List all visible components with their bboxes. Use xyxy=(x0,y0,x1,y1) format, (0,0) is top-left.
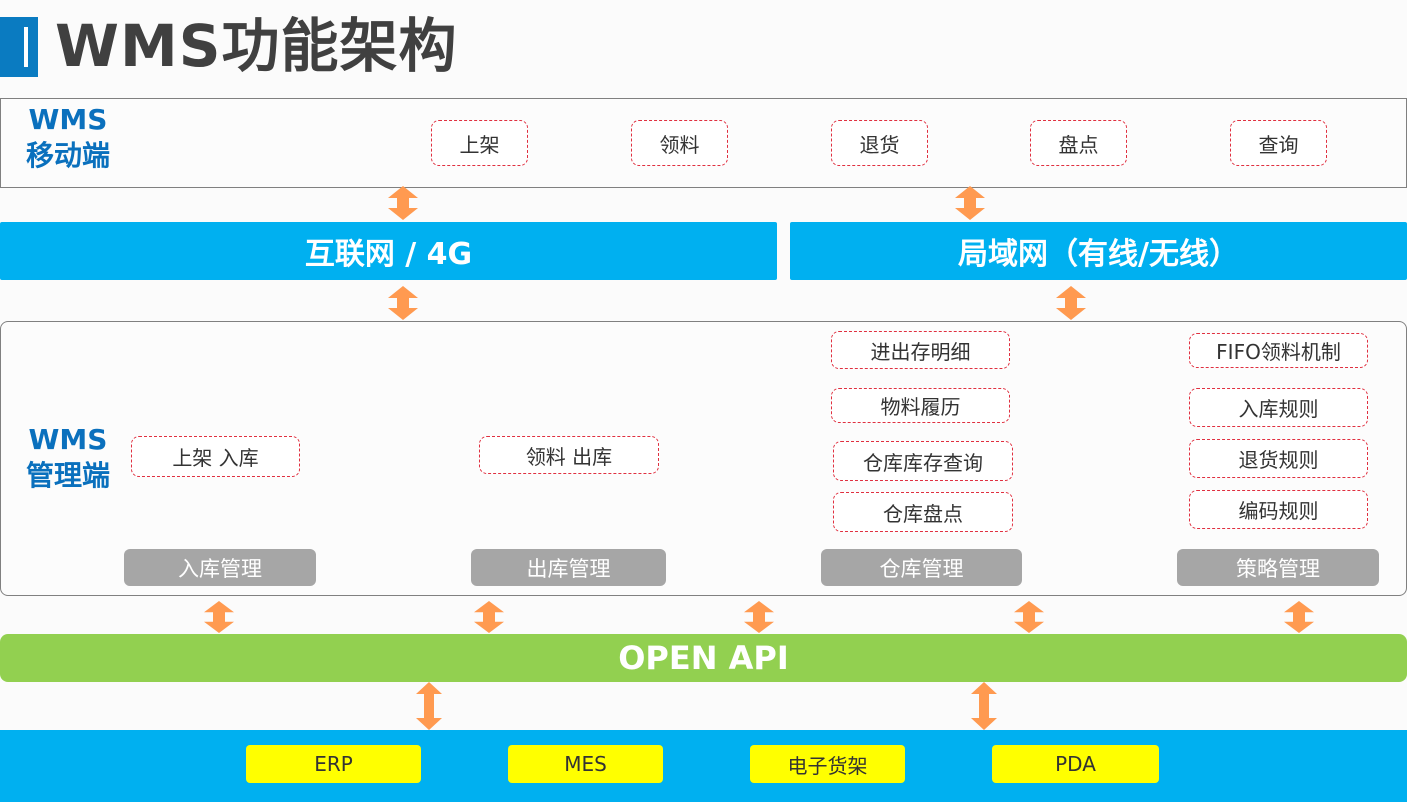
network-internet: 互联网 / 4G xyxy=(0,222,777,280)
strategy-item: 入库规则 xyxy=(1189,388,1368,427)
category-warehouse: 仓库管理 xyxy=(821,549,1022,586)
double-arrow-icon xyxy=(955,186,985,220)
category-inbound: 入库管理 xyxy=(124,549,316,586)
mobile-item-shelve: 上架 xyxy=(431,120,528,166)
warehouse-item: 进出存明细 xyxy=(831,331,1010,369)
double-arrow-icon xyxy=(1056,286,1086,320)
double-arrow-icon xyxy=(1014,601,1044,633)
double-arrow-icon xyxy=(388,186,418,220)
warehouse-item: 物料履历 xyxy=(831,388,1010,423)
strategy-item: FIFO领料机制 xyxy=(1189,333,1368,368)
mobile-label: WMS 移动端 xyxy=(18,102,118,174)
management-label-line2: 管理端 xyxy=(25,459,110,492)
mobile-item-count: 盘点 xyxy=(1030,120,1127,166)
open-api-bar: OPEN API xyxy=(0,634,1407,682)
double-arrow-icon xyxy=(388,286,418,320)
systems-bar xyxy=(0,730,1407,802)
warehouse-item: 仓库库存查询 xyxy=(833,441,1013,481)
double-arrow-icon xyxy=(416,682,442,730)
outbound-item: 领料 出库 xyxy=(479,436,659,474)
title-accent-bar xyxy=(0,17,38,77)
system-pda: PDA xyxy=(992,745,1159,783)
double-arrow-icon xyxy=(971,682,997,730)
category-strategy: 策略管理 xyxy=(1177,549,1379,586)
inbound-item: 上架 入库 xyxy=(131,436,300,477)
double-arrow-icon xyxy=(474,601,504,633)
mobile-item-return: 退货 xyxy=(831,120,928,166)
mobile-label-line1: WMS xyxy=(28,103,108,136)
warehouse-item: 仓库盘点 xyxy=(833,492,1013,532)
system-electronic-shelf: 电子货架 xyxy=(750,745,905,783)
system-mes: MES xyxy=(508,745,663,783)
mobile-label-line2: 移动端 xyxy=(25,139,110,172)
system-erp: ERP xyxy=(246,745,421,783)
mobile-item-query: 查询 xyxy=(1230,120,1327,166)
double-arrow-icon xyxy=(744,601,774,633)
management-label-line1: WMS xyxy=(28,423,108,456)
double-arrow-icon xyxy=(1284,601,1314,633)
network-lan: 局域网（有线/无线） xyxy=(790,222,1407,280)
strategy-item: 退货规则 xyxy=(1189,439,1368,478)
strategy-item: 编码规则 xyxy=(1189,490,1368,529)
management-label: WMS 管理端 xyxy=(18,422,118,494)
category-outbound: 出库管理 xyxy=(471,549,666,586)
mobile-item-pick: 领料 xyxy=(631,120,728,166)
page-title: WMS功能架构 xyxy=(55,12,458,80)
double-arrow-icon xyxy=(204,601,234,633)
